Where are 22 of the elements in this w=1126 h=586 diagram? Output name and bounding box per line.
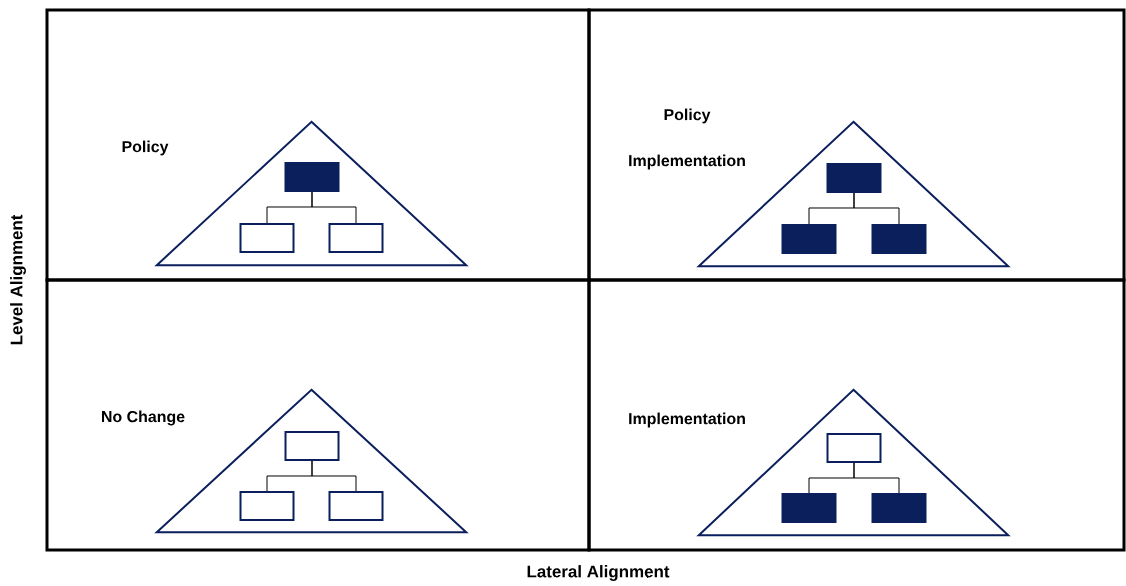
quadrant-cell: Policy [45,8,591,282]
filled-org-box [284,162,340,192]
filled-org-box [781,493,837,523]
org-box [826,433,882,463]
quadrant-cell: Implementation [587,278,1126,552]
quadrant-cell: Policy Implementation [587,8,1126,282]
axis-label: Level Alignment [10,214,26,345]
connector-line [853,192,900,225]
filled-org-box [871,493,927,523]
axis-label: Lateral Alignment [527,565,670,581]
org-box [239,223,295,253]
org-box [284,431,340,461]
org-box [328,223,384,253]
connector-line [311,191,357,224]
filled-org-box [871,224,927,254]
connector-line [853,462,900,494]
filled-org-box [781,224,837,254]
quadrant-cell: No Change [45,278,591,552]
org-box [328,491,384,521]
filled-org-box [826,163,882,193]
connector-line [311,460,357,492]
org-box [239,491,295,521]
